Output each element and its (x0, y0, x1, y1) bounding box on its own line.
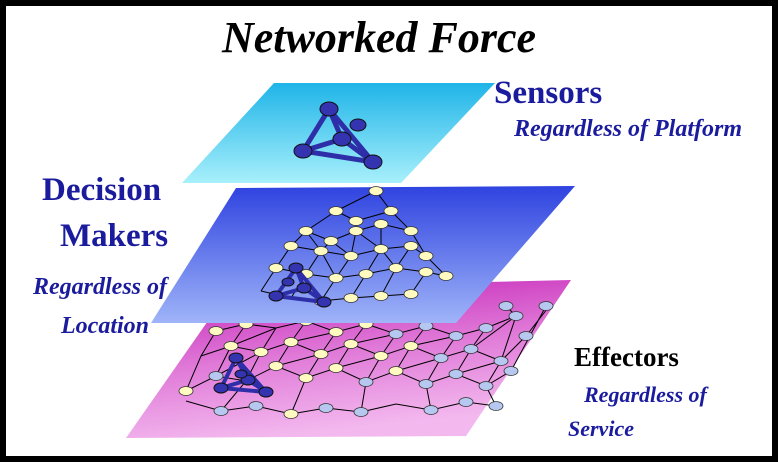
page-title: Networked Force (222, 13, 537, 62)
decision-triangle-nodes (268, 262, 332, 308)
decision-layer (151, 186, 575, 323)
effectors-label: Effectors (574, 342, 679, 372)
effectors-triangle-nodes (213, 352, 274, 398)
effectors-subtitle-line1: Regardless of (584, 382, 707, 407)
decision-label-line2: Makers (60, 218, 169, 254)
decision-label-line1: Decision (42, 172, 162, 208)
effectors-nodes (178, 301, 554, 419)
sensors-layer (182, 83, 495, 183)
decision-subtitle-line2: Location (61, 313, 149, 339)
network-layers-diagram (126, 83, 575, 438)
decision-subtitle-line1: Regardless of (33, 274, 167, 300)
sensors-label: Sensors (494, 75, 603, 111)
sensors-subtitle: Regardless of Platform (514, 116, 742, 142)
decision-plane (151, 186, 575, 323)
effectors-subtitle-line2: Service (568, 416, 634, 441)
sensors-triangle-nodes (293, 101, 383, 170)
